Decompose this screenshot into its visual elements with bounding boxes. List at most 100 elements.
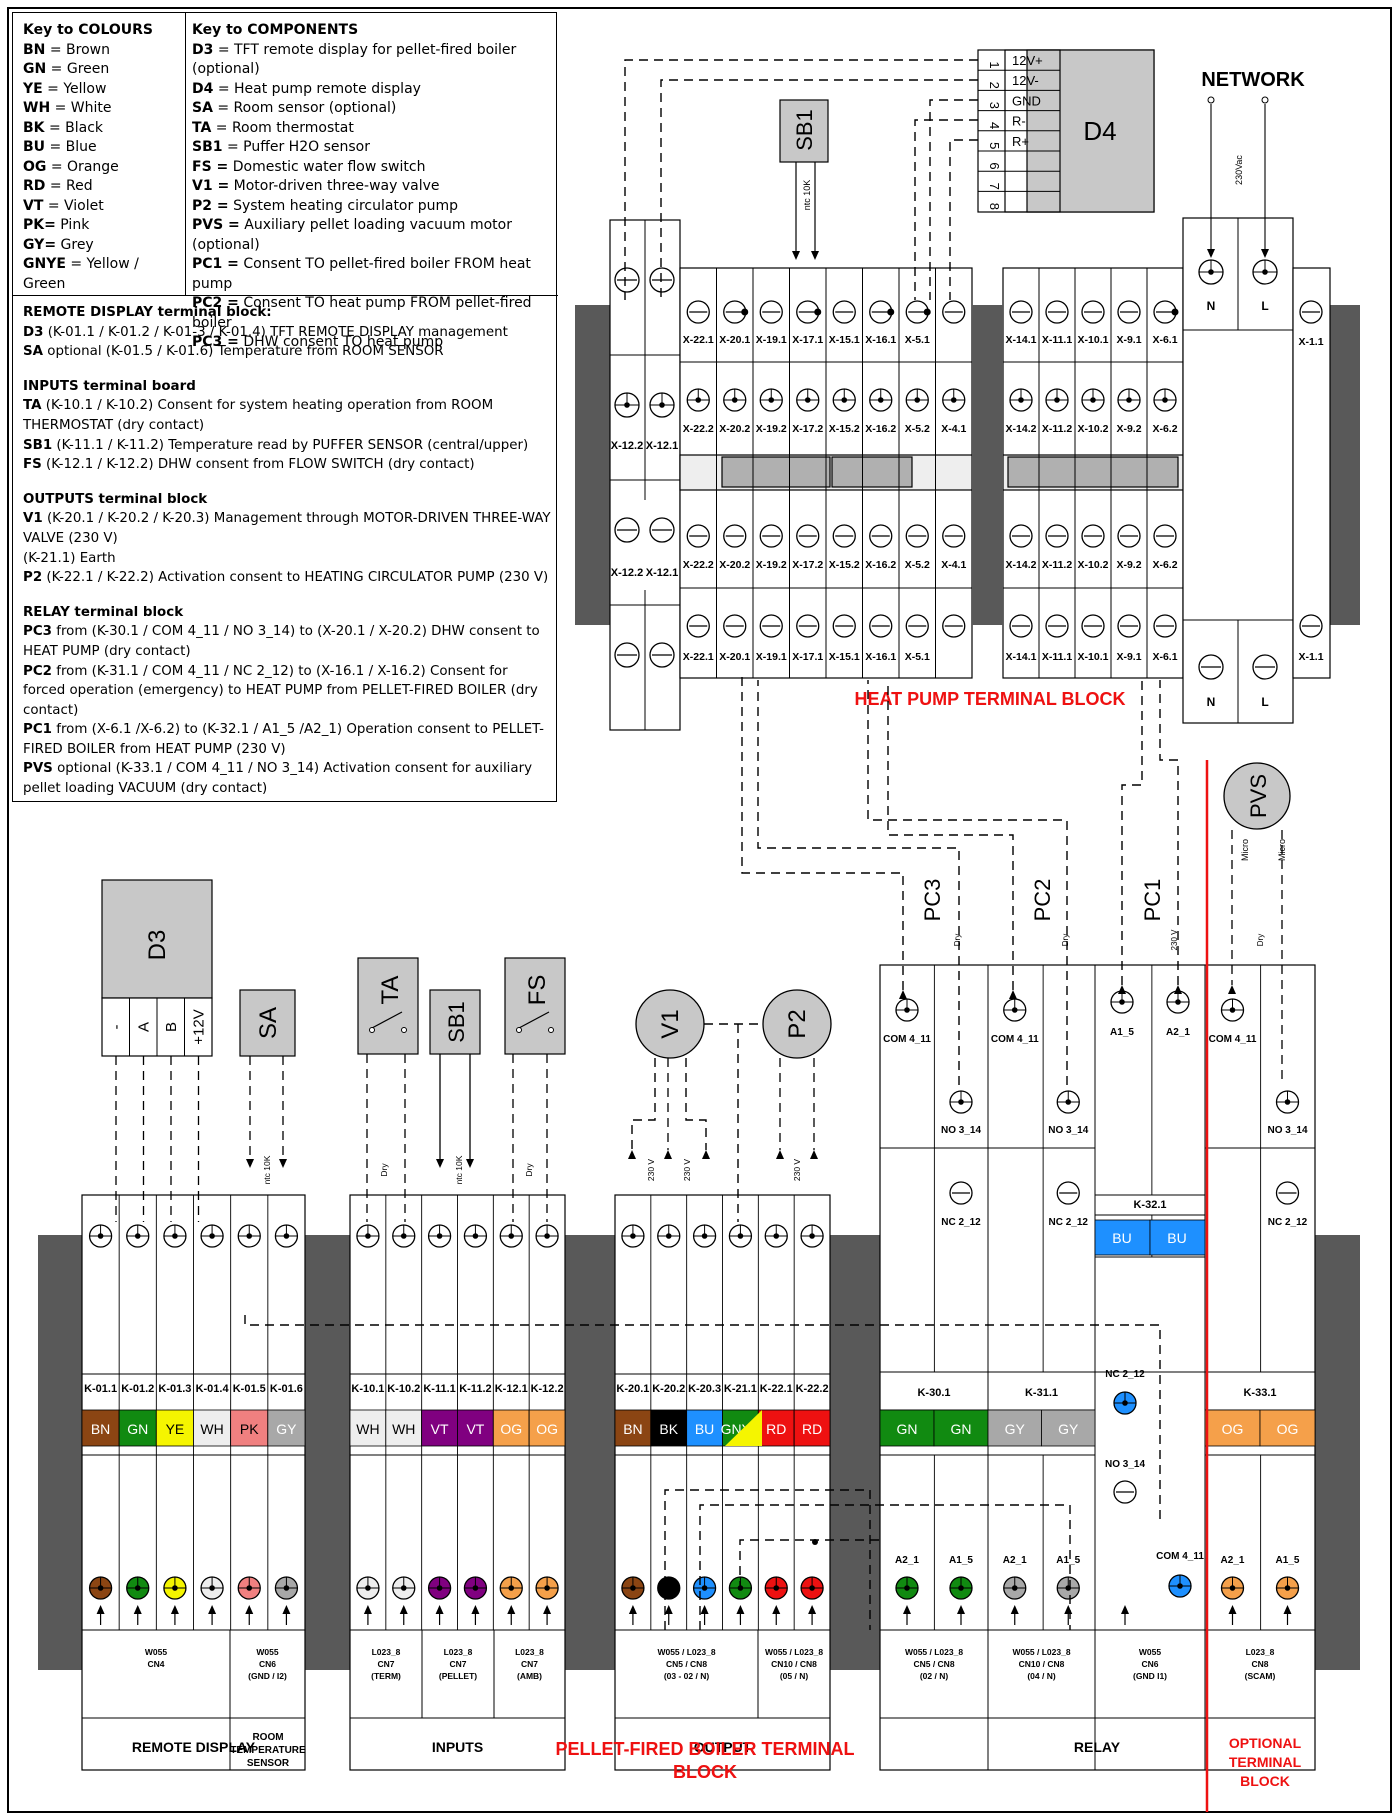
colour-code: VT [23,197,44,214]
d3-pin-label: +12V [191,1009,208,1044]
pb-sub-label: W055 [1139,1647,1161,1657]
hp-din-rail-left [575,305,610,625]
screw-dot [914,397,921,403]
arrow-up-icon [96,1605,105,1614]
note-title: INPUTS terminal board [23,377,553,397]
pb-relay-term: NO 3_14 [1267,1125,1307,1136]
screw-dot [1122,1400,1128,1406]
screw-dot [814,308,822,316]
hp-terminal-label: L [1261,299,1268,313]
dry-label: Dry [379,1163,389,1177]
arrow-down-icon [279,1159,287,1168]
colour-code: BN [23,41,46,58]
hp-terminal-label: X-20.1 [719,651,750,663]
pb-colour-code: GY [276,1421,297,1437]
arrow-up-icon [772,1605,781,1614]
hp-terminal-label: X-12.1 [646,567,678,579]
pb-terminal-id: K-20.1 [616,1383,649,1395]
hp-terminal-label: X-14.1 [1006,334,1037,346]
pb-colour-code: OG [536,1421,558,1437]
pb-terminal-id: K-22.1 [760,1383,793,1395]
colour-name: = White [54,100,112,116]
screw-dot [958,1585,964,1591]
hp-terminal-label: X-1.1 [1298,651,1323,663]
colour-name: = Yellow / Green [23,256,139,292]
colour-entry: BK = Black [23,119,183,139]
component-list: D3 = TFT remote display for pellet-fired… [192,41,551,353]
screw-dot [1175,999,1181,1005]
pb-colour-code: WH [392,1421,415,1437]
hp-terminal-label: X-20.2 [719,423,750,435]
hp-terminal-label: X-5.2 [905,423,930,435]
pb-colour-cell [793,1409,831,1447]
component-code: P2 = [192,197,229,214]
pb-terminal-id: K-10.2 [387,1383,420,1395]
hp-terminal-label: X-15.1 [829,334,860,346]
hp-terminal-label: X-10.1 [1078,651,1109,663]
note-text: (K-22.1 / K-22.2) Activation consent to … [42,570,549,586]
note-code: FS [23,457,42,473]
note-line: PC3 from (K-30.1 / COM 4_11 / NO 3_14) t… [23,622,553,661]
pb-relay-term: NC 2_12 [1049,1217,1089,1228]
pb-terminal-id: K-10.1 [351,1383,384,1395]
component-entry: PC2 = Consent TO heat pump FROM pellet-f… [192,294,551,333]
pb-colour-code: OG [1222,1421,1244,1437]
legend-divider [13,295,558,296]
arrow-down-icon [436,1159,444,1168]
pb-sub-label: CN6 [259,1659,276,1669]
pb-sub-label: L023_8 [1246,1647,1275,1657]
pb-sub-label: (03 - 02 / N) [664,1671,710,1681]
screw-dot [1177,1583,1183,1589]
hp-terminal-label: X-6.1 [1152,334,1177,346]
switch-icon [371,1011,403,1029]
arrow-up-icon [1118,985,1126,994]
pb-colour-code: YE [166,1421,185,1437]
screw-dot [172,1585,178,1591]
pb-terminal-id: K-12.1 [495,1383,528,1395]
d4-pin-label: R- [1012,114,1026,129]
d4-pin-number: 1 [987,61,1002,68]
pb-sub-label: W055 / L023_8 [905,1647,963,1657]
pb-terminal-id: K-22.2 [796,1383,829,1395]
hp-terminal-label: X-16.1 [865,334,896,346]
hp-terminal-label: X-11.2 [1042,423,1073,435]
colour-name: Grey [60,236,94,253]
hp-terminal-label: X-6.1 [1152,651,1177,663]
output-relay-wire [739,1539,880,1590]
d3-pin-label: B [163,1022,180,1032]
screw-dot [1018,397,1024,403]
arrow-up-icon [736,1605,745,1614]
switch-icon [518,1011,550,1029]
hp-terminal-label: X-10.1 [1078,334,1109,346]
pb-colour-cell [492,1409,530,1447]
hp-terminal-label: X-16.2 [865,559,896,571]
fs-box [504,957,566,1055]
pb-relay-term: A2_1 [1166,1027,1190,1038]
p2-pump-icon [762,989,832,1059]
screw-dot [630,1233,636,1239]
network-terminal-icon [1207,96,1215,104]
hp-terminal-label: X-4.1 [941,559,966,571]
ta-box [357,957,419,1055]
voltage-label: 230 V [646,1159,656,1182]
arrow-down-icon [1261,249,1269,258]
optional-label: TERMINAL [1229,1754,1302,1770]
pb-group-name: REMOTE DISPLAY [132,1739,256,1755]
component-entry: V1 = Motor-driven three-way valve [192,177,551,197]
screw-dot [365,1233,371,1239]
hp-terminal-label: X-15.2 [829,559,860,571]
note-line: SA optional (K-01.5 / K-01.6) Temperatur… [23,342,553,362]
component-code: V1 = [192,178,230,194]
hp-terminal-label: X-22.1 [683,651,714,663]
screw-dot [630,1585,636,1591]
screw-dot [923,308,931,316]
micro-label: Micro [1240,839,1250,861]
note-line: PC1 from (X-6.1 /X-6.2) to (K-32.1 / A1_… [23,720,553,759]
note-text: from (K-31.1 / COM 4_11 / NC 2_12) to (X… [23,663,538,718]
pb-terminal-id: K-30.1 [917,1387,950,1399]
d4-pin-label: R+ [1012,134,1029,149]
note-code: TA [23,398,42,414]
